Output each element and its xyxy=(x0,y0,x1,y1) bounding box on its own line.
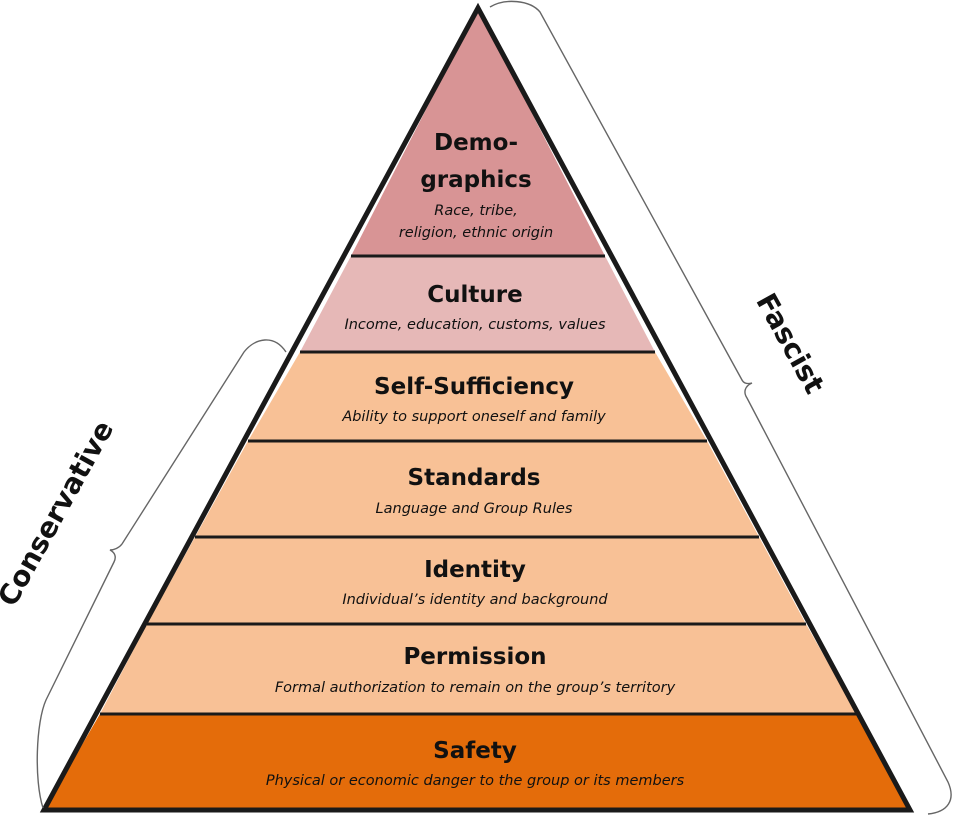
tier-permission-fill xyxy=(100,624,857,714)
tier-culture-fill xyxy=(300,256,655,352)
tier-demographics-title-line2: graphics xyxy=(420,167,531,193)
tier-culture-title: Culture xyxy=(427,282,522,308)
tier-demographics-title: Demo- xyxy=(434,130,518,156)
tier-permission-subtitle: Formal authorization to remain on the gr… xyxy=(275,680,676,696)
fascist-brace xyxy=(489,0,952,815)
tier-safety-fill xyxy=(44,714,910,810)
tier-permission-title: Permission xyxy=(403,644,546,670)
tier-culture-subtitle: Income, education, customs, values xyxy=(344,317,606,333)
tier-safety-subtitle: Physical or economic danger to the group… xyxy=(266,773,685,789)
tier-identity-title: Identity xyxy=(424,557,526,583)
tier-self-sufficiency-subtitle: Ability to support oneself and family xyxy=(341,409,606,425)
conservative-brace xyxy=(36,339,287,809)
tier-demographics-fill xyxy=(351,8,605,256)
tier-standards-fill xyxy=(195,441,759,537)
tier-safety-title: Safety xyxy=(433,738,517,764)
tier-standards-title: Standards xyxy=(408,465,541,491)
tier-self-sufficiency-fill xyxy=(248,352,707,441)
tier-standards-subtitle: Language and Group Rules xyxy=(376,501,573,517)
tier-demographics-subtitle-line2: religion, ethnic origin xyxy=(399,225,553,241)
tier-demographics-subtitle: Race, tribe, xyxy=(434,203,517,219)
pyramid-outline xyxy=(39,2,915,813)
tier-self-sufficiency-title: Self-Sufficiency xyxy=(374,374,574,400)
fascist-label: Fascist xyxy=(749,288,831,400)
tier-identity-subtitle: Individual’s identity and background xyxy=(342,592,608,608)
conservative-label: Conservative xyxy=(0,415,120,612)
tier-identity-fill xyxy=(147,537,806,624)
